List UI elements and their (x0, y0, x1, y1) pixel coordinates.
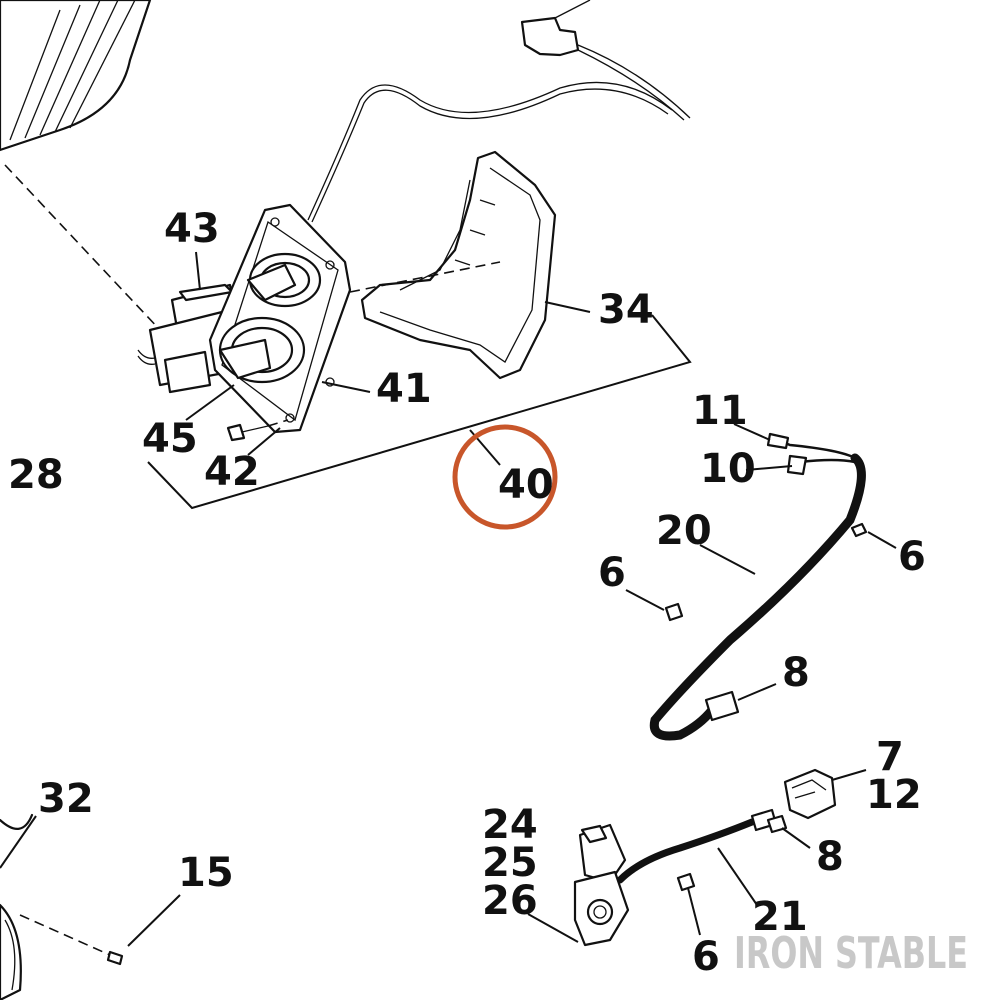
callout-20: 20 (656, 508, 712, 554)
callout-26: 26 (482, 878, 538, 924)
callout-10: 10 (700, 446, 756, 492)
socket-plate (208, 203, 352, 434)
clip (676, 872, 696, 892)
socket-24-25-26 (573, 823, 630, 947)
leader-lines (0, 251, 897, 947)
round-component (0, 813, 34, 1000)
clip (664, 602, 684, 622)
callout-45: 45 (142, 416, 198, 462)
connector-7-12 (783, 768, 837, 820)
highlight-circle (452, 424, 558, 530)
callout-41: 41 (376, 366, 432, 412)
callout-32: 32 (38, 776, 94, 822)
callout-6: 6 (898, 534, 926, 580)
callout-labels: 43 34 41 45 42 28 40 11 10 20 6 6 8 7 12… (8, 206, 926, 980)
harness-20 (649, 432, 866, 741)
bezel-frame (360, 150, 557, 380)
callout-7: 7 (876, 734, 904, 780)
bolt-15 (106, 950, 124, 966)
callout-12: 12 (866, 772, 922, 818)
callout-8: 8 (782, 650, 810, 696)
assembly-line (4, 164, 161, 331)
callout-34: 34 (598, 287, 654, 333)
callout-11: 11 (692, 388, 748, 434)
screw (226, 423, 269, 442)
callout-15: 15 (178, 850, 234, 896)
clip (850, 522, 868, 538)
fairing-panel (0, 0, 152, 152)
callout-28: 28 (8, 452, 64, 498)
callout-21: 21 (752, 894, 808, 940)
callout-25: 25 (482, 840, 538, 886)
callout-24: 24 (482, 802, 538, 848)
callout-42: 42 (204, 449, 260, 495)
top-connector (520, 0, 691, 121)
callout-6: 6 (692, 934, 720, 980)
group-bracket (147, 314, 692, 510)
watermark: IRON STABLE (734, 928, 968, 979)
callout-40: 40 (498, 462, 554, 508)
callout-8: 8 (816, 834, 844, 880)
callout-43: 43 (164, 206, 220, 252)
harness-21 (616, 808, 788, 884)
callout-6: 6 (598, 550, 626, 596)
socket-wire (307, 81, 673, 221)
